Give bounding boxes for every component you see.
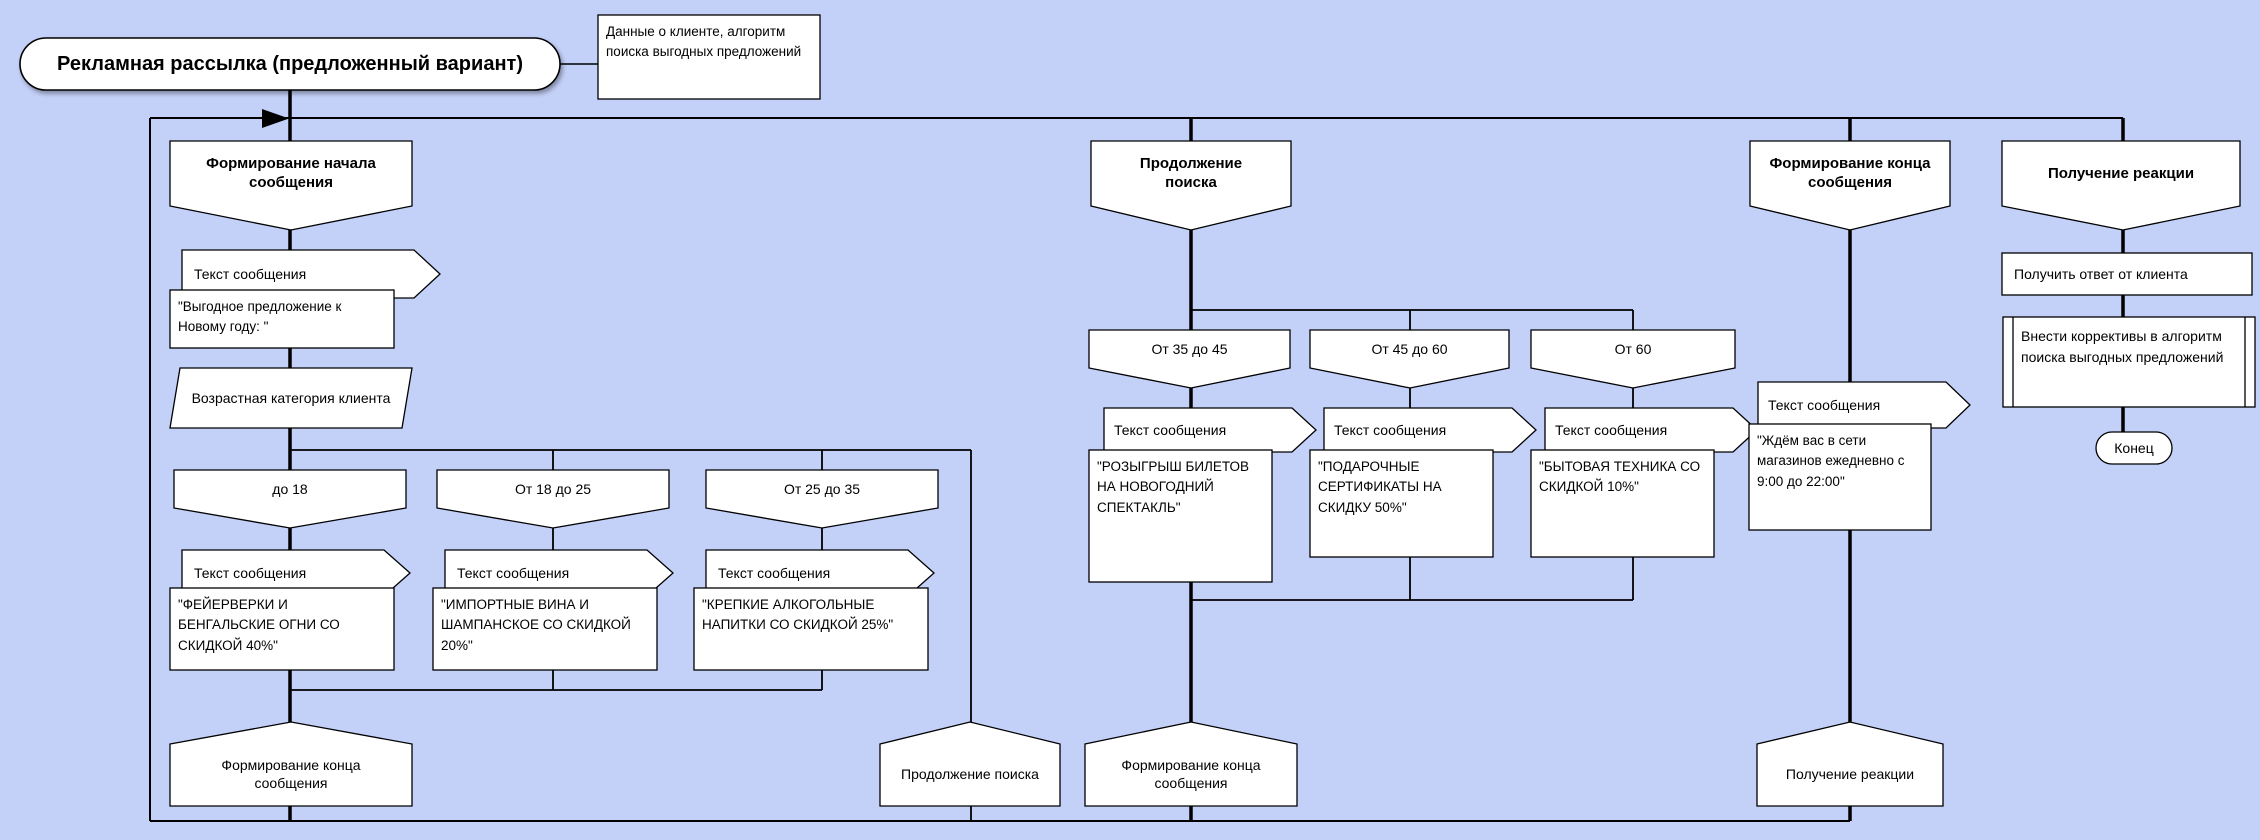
node-case6-shape <box>1530 329 1736 389</box>
case-45-60[interactable]: От 45 до 60 <box>1371 340 1448 357</box>
node-case3-shape <box>705 469 939 529</box>
case-18-25[interactable]: От 18 до 25 <box>514 480 592 497</box>
node-tag7-shape <box>1544 407 1758 453</box>
message-tag-3[interactable]: Текст сообщения <box>457 565 570 581</box>
subprocess-side-bars <box>2012 317 2246 407</box>
message-tag-2[interactable]: Текст сообщения <box>194 565 307 581</box>
message-35-45[interactable]: "РОЗЫГРЫШ БИЛЕТОВ НА НОВОГОДНИЙ СПЕКТАКЛ… <box>1097 459 1250 515</box>
message-25-35[interactable]: "КРЕПКИЕ АЛКОГОЛЬНЫЕ НАПИТКИ СО СКИДКОЙ … <box>702 597 894 633</box>
node-tag8-shape <box>1757 381 1971 429</box>
message-over-60[interactable]: "БЫТОВАЯ ТЕХНИКА СО СКИДКОЙ 10%" <box>1539 459 1701 495</box>
node-msg7-shape <box>1748 423 1932 531</box>
branch4-header[interactable]: Получение реакции <box>2047 164 2195 182</box>
comment-note[interactable]: Данные о клиенте, алгоритм поиска выгодн… <box>606 24 802 60</box>
branch1-header[interactable]: Формирование начала сообщения <box>206 155 376 191</box>
branch3-address[interactable]: Получение реакции <box>1785 765 1915 782</box>
message-45-60[interactable]: "ПОДАРОЧНЫЕ СЕРТИФИКАТЫ НА СКИДКУ 50%" <box>1318 459 1442 515</box>
node-subprocess-shape <box>2002 316 2256 408</box>
node-msg2-shape <box>432 587 658 671</box>
case-35-45[interactable]: От 35 до 45 <box>1151 340 1228 357</box>
closing-message[interactable]: "Ждём вас в сети магазинов ежедневно с 9… <box>1757 433 1905 489</box>
message-tag-6[interactable]: Текст сообщения <box>1334 422 1447 438</box>
node-comment-shape <box>597 14 821 100</box>
message-18-25[interactable]: "ИМПОРТНЫЕ ВИНА И ШАМПАНСКОЕ СО СКИДКОЙ … <box>441 597 631 653</box>
node-tag5-shape <box>1103 407 1317 453</box>
message-tag-4[interactable]: Текст сообщения <box>718 565 831 581</box>
node-branch3-address-shape <box>1756 721 1944 807</box>
age-selector[interactable]: Возрастная категория клиента <box>191 389 391 406</box>
node-case1-shape <box>173 469 407 529</box>
node-branch1-header-shape <box>169 140 413 231</box>
branch2-header[interactable]: Продолжение поиска <box>1139 155 1243 191</box>
node-msg5-shape <box>1309 449 1494 558</box>
branch1-bypass-address[interactable]: Продолжение поиска <box>901 765 1039 782</box>
node-msg6-shape <box>1530 449 1715 558</box>
branch3-header[interactable]: Формирование конца сообщения <box>1769 155 1931 191</box>
adjust-algorithm-subprocess[interactable]: Внести коррективы в алгоритм поиска выго… <box>2021 328 2224 365</box>
diagram-title[interactable]: Рекламная рассылка (предложенный вариант… <box>57 52 523 75</box>
branch1-address[interactable]: Формирование конца сообщения <box>221 756 361 791</box>
case-over-60[interactable]: От 60 <box>1614 340 1652 357</box>
node-selector-shape <box>169 367 413 429</box>
node-title-shape <box>19 37 561 91</box>
message-tag-1[interactable]: Текст сообщения <box>194 266 307 282</box>
node-msg1-shape <box>169 587 395 671</box>
node-branch2-address-shape <box>1084 721 1298 807</box>
node-case4-shape <box>1088 329 1291 389</box>
flow-arrowhead-icon <box>262 109 289 128</box>
node-branch3-header-shape <box>1749 140 1951 231</box>
node-action-shape <box>2001 252 2253 296</box>
node-branch4-header-shape <box>2001 140 2241 231</box>
branch2-address[interactable]: Формирование конца сообщения <box>1121 756 1261 791</box>
node-case5-shape <box>1309 329 1510 389</box>
message-tag-7[interactable]: Текст сообщения <box>1555 422 1668 438</box>
node-case2-shape <box>436 469 670 529</box>
node-msg4-shape <box>1088 449 1273 583</box>
message-tag-8[interactable]: Текст сообщения <box>1768 397 1881 413</box>
node-branch2-header-shape <box>1090 140 1292 231</box>
intro-message[interactable]: "Выгодное предложение к Новому году: " <box>178 299 342 335</box>
get-client-response-action[interactable]: Получить ответ от клиента <box>2014 265 2188 282</box>
message-tag-5[interactable]: Текст сообщения <box>1114 422 1227 438</box>
node-intro-message-shape <box>169 289 395 349</box>
node-branch1-address-shape <box>169 721 413 807</box>
message-under-18[interactable]: "ФЕЙЕРВЕРКИ И БЕНГАЛЬСКИЕ ОГНИ СО СКИДКО… <box>178 597 340 653</box>
node-bypass-address-shape <box>879 721 1061 807</box>
case-25-35[interactable]: От 25 до 35 <box>783 480 861 497</box>
node-tag6-shape <box>1323 407 1537 453</box>
case-under-18[interactable]: до 18 <box>272 480 308 497</box>
end-terminator[interactable]: Конец <box>2114 439 2154 456</box>
node-msg3-shape <box>693 587 929 671</box>
node-end-shape <box>2095 431 2173 465</box>
